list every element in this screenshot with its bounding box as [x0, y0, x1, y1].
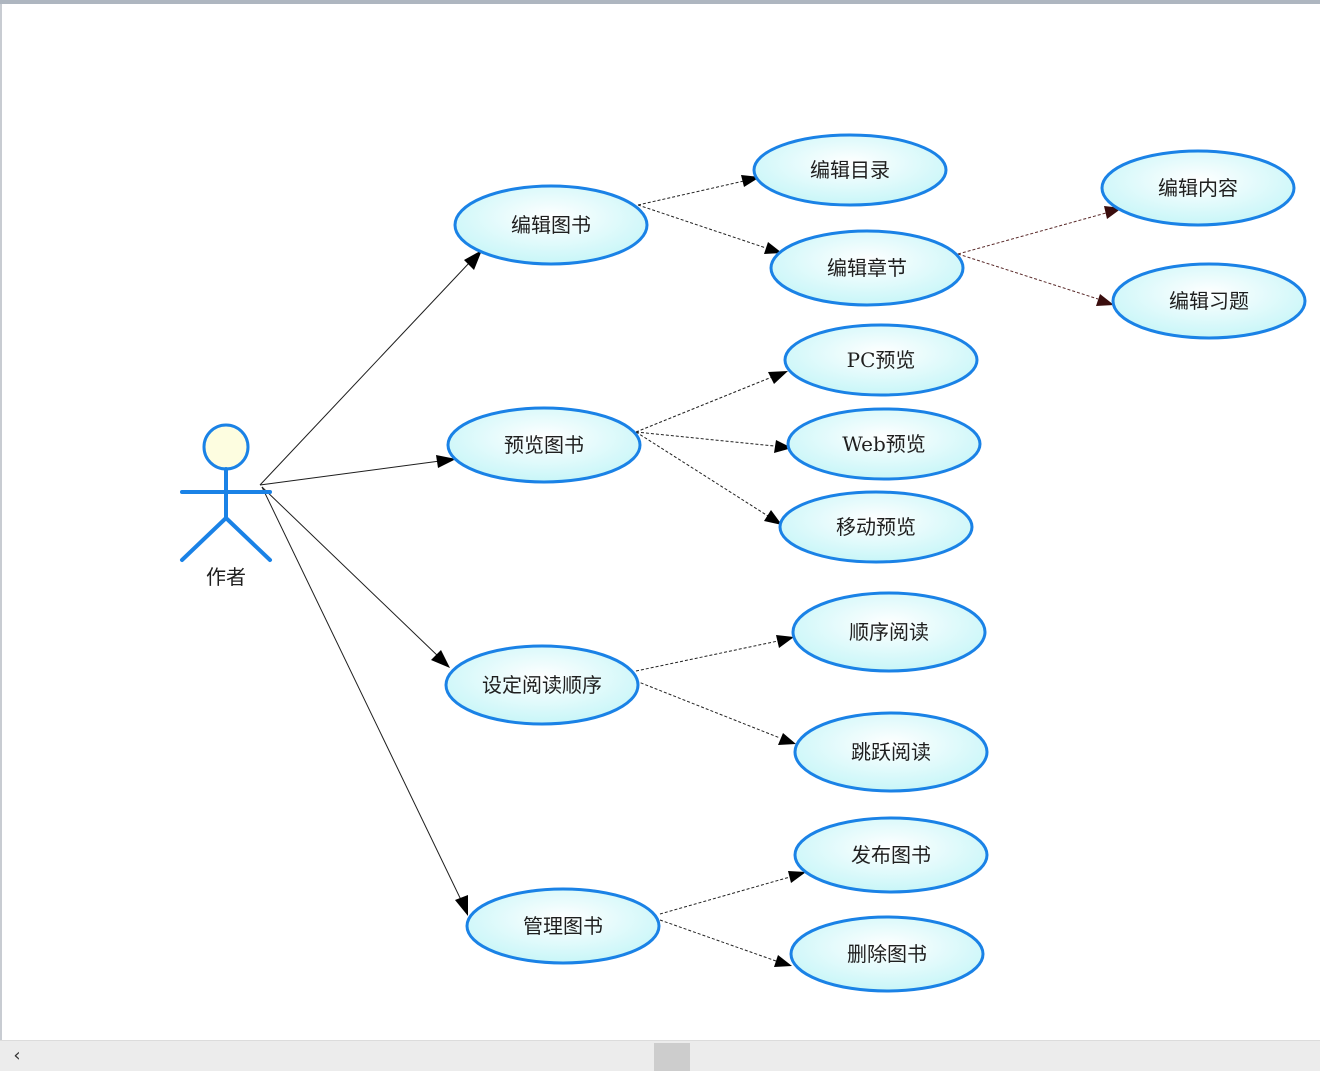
- assoc-preview-book[interactable]: [259, 460, 441, 486]
- use-case-jump-reading[interactable]: 跳跃阅读: [793, 711, 989, 793]
- actor-head: [202, 423, 250, 471]
- arrowhead-edit-exercise: [1096, 294, 1114, 306]
- assoc-set-reading-order[interactable]: [261, 486, 441, 659]
- arrowhead-preview-book: [436, 455, 456, 468]
- use-case-delete-book[interactable]: 删除图书: [789, 915, 985, 993]
- arrowhead-pc-preview: [768, 371, 788, 384]
- use-case-pc-preview[interactable]: PC预览: [783, 323, 979, 397]
- actor-author[interactable]: 作者: [180, 423, 272, 589]
- dep-delete-book[interactable]: [659, 919, 777, 962]
- dep-edit-content[interactable]: [957, 212, 1107, 255]
- use-case-label: 发布图书: [851, 843, 931, 867]
- arrowhead-web-preview: [774, 440, 792, 453]
- use-case-preview-book[interactable]: 预览图书: [446, 406, 642, 484]
- use-case-set-reading-order[interactable]: 设定阅读顺序: [444, 644, 640, 726]
- use-case-label: 管理图书: [523, 914, 603, 938]
- use-case-diagram: 作者 编辑图书 编辑目录 编辑章节 编辑内容 编辑习题 预览图书 PC预览 We…: [180, 133, 1307, 993]
- arrowhead-sequential-reading: [776, 635, 794, 648]
- use-case-label: 编辑章节: [827, 256, 907, 280]
- use-case-publish-book[interactable]: 发布图书: [793, 816, 989, 894]
- window-left-border: [0, 4, 2, 1040]
- dep-edit-toc[interactable]: [637, 180, 745, 206]
- actor-label: 作者: [206, 565, 246, 589]
- arrowhead-edit-book: [464, 250, 482, 270]
- dep-edit-exercise[interactable]: [957, 253, 1099, 300]
- assoc-edit-book[interactable]: [259, 261, 471, 486]
- arrowhead-delete-book: [774, 955, 792, 967]
- use-case-edit-book[interactable]: 编辑图书: [453, 184, 649, 266]
- use-case-label: 编辑内容: [1158, 176, 1238, 200]
- actor-right-leg: [224, 516, 272, 562]
- use-case-label: 编辑目录: [810, 158, 890, 182]
- dep-publish-book[interactable]: [659, 876, 791, 915]
- arrowhead-jump-reading: [778, 733, 796, 745]
- use-case-sequential-reading[interactable]: 顺序阅读: [791, 591, 987, 673]
- use-case-label: 预览图书: [504, 433, 584, 457]
- use-case-edit-chapter[interactable]: 编辑章节: [769, 229, 965, 307]
- use-case-label: PC预览: [847, 348, 916, 372]
- horizontal-scrollbar[interactable]: ‹: [0, 1040, 1320, 1071]
- use-case-label: 跳跃阅读: [851, 740, 931, 764]
- dep-jump-reading[interactable]: [635, 680, 781, 739]
- use-case-label: 顺序阅读: [849, 620, 929, 644]
- scrollbar-thumb[interactable]: [654, 1043, 690, 1071]
- use-case-label: 删除图书: [847, 942, 927, 966]
- chevron-left-icon[interactable]: ‹: [13, 1045, 21, 1066]
- arrowhead-set-reading-order: [431, 650, 450, 668]
- use-case-manage-book[interactable]: 管理图书: [465, 887, 661, 965]
- window-top-border: [0, 0, 1320, 4]
- use-case-label: 编辑习题: [1169, 289, 1249, 313]
- use-case-label: 设定阅读顺序: [482, 673, 602, 697]
- arrowhead-publish-book: [788, 871, 806, 883]
- dep-sequential-reading[interactable]: [635, 640, 779, 672]
- dep-mobile-preview[interactable]: [635, 431, 769, 517]
- assoc-manage-book[interactable]: [261, 486, 463, 903]
- dep-pc-preview[interactable]: [635, 376, 773, 433]
- use-case-label: 编辑图书: [511, 213, 591, 237]
- use-case-label: 移动预览: [836, 515, 916, 539]
- associations: [259, 250, 482, 916]
- actor-left-leg: [180, 516, 228, 562]
- use-case-label: Web预览: [842, 432, 926, 456]
- use-case-web-preview[interactable]: Web预览: [786, 407, 982, 481]
- use-case-mobile-preview[interactable]: 移动预览: [778, 490, 974, 564]
- arrowhead-manage-book: [455, 895, 468, 916]
- dep-edit-chapter[interactable]: [637, 204, 767, 249]
- use-case-edit-exercise[interactable]: 编辑习题: [1111, 262, 1307, 340]
- dependencies: [635, 175, 1125, 967]
- use-case-edit-content[interactable]: 编辑内容: [1100, 149, 1296, 227]
- arrowhead-mobile-preview: [764, 510, 782, 525]
- use-case-edit-toc[interactable]: 编辑目录: [752, 133, 948, 207]
- arrowhead-edit-chapter: [764, 242, 782, 254]
- dep-web-preview[interactable]: [635, 431, 775, 447]
